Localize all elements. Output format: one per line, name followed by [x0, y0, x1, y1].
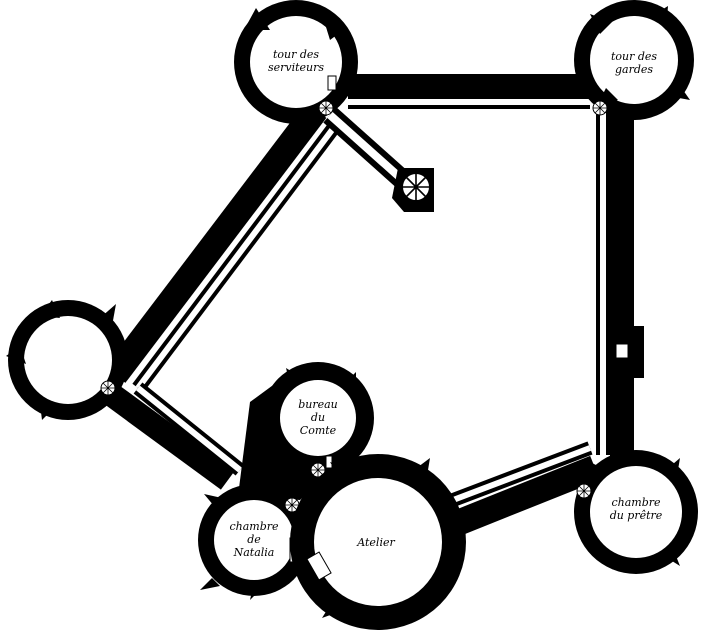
label-line: tour des [610, 50, 658, 63]
window-icon [615, 343, 629, 359]
curtain-walls [100, 74, 644, 543]
label-bureau-comte: bureau du Comte [288, 398, 348, 437]
label-atelier: Atelier [346, 536, 406, 549]
label-line: tour des [272, 48, 320, 61]
tower-pretre [574, 450, 698, 574]
label-tour-serviteurs: tour des serviteurs [251, 48, 341, 74]
label-line: du prêtre [609, 509, 663, 522]
doorway-icon [325, 455, 333, 469]
label-line: Natalia [233, 546, 275, 559]
label-line: chambre [229, 520, 279, 533]
spiral-staircase-icon [576, 483, 592, 499]
label-line: du [310, 411, 326, 424]
label-line: Comte [299, 424, 337, 437]
spiral-staircase-icon [592, 100, 608, 116]
doorway-icon [327, 75, 337, 91]
tower-serviteurs [234, 0, 358, 124]
window-icon [306, 551, 332, 581]
spiral-staircase-icon [318, 100, 334, 116]
label-line: Atelier [357, 536, 395, 549]
label-line: bureau [298, 398, 338, 411]
southern-keep [198, 362, 466, 630]
spiral-staircase-icon [100, 380, 116, 396]
tower-gardes [574, 0, 694, 120]
label-line: gardes [614, 63, 654, 76]
spiral-staircase-icon [401, 172, 431, 202]
label-chambre-natalia: chambre de Natalia [219, 520, 289, 559]
label-line: serviteurs [267, 61, 325, 74]
inner-stair-tower [392, 168, 434, 212]
tower-west [6, 300, 128, 420]
label-line: chambre [611, 496, 661, 509]
label-line: de [247, 533, 261, 546]
label-chambre-pretre: chambre du prêtre [596, 496, 676, 522]
label-tour-gardes: tour des gardes [594, 50, 674, 76]
